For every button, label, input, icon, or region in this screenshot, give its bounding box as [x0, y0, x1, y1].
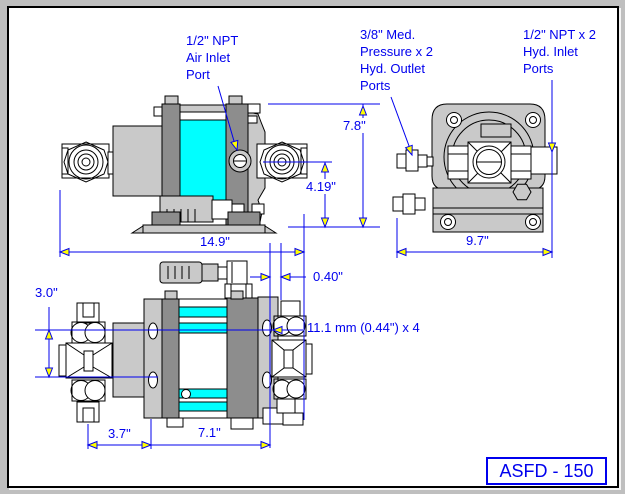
hyd-inlet-callout-line2: Hyd. Inlet	[523, 44, 578, 59]
hyd-outlet-callout-line3: Hyd. Outlet	[360, 61, 426, 76]
model-number-box: ASFD - 150	[486, 457, 607, 485]
dim-mounting-holes: 11.1 mm (0.44") x 4	[307, 320, 420, 335]
hyd-inlet-callout-line3: Ports	[523, 61, 554, 76]
dim-inlet-center-height: 4.19"	[305, 179, 337, 194]
air-inlet-callout: 1/2" NPT Air Inlet Port	[186, 32, 238, 83]
top-view	[58, 260, 313, 430]
hyd-inlet-callout: 1/2" NPT x 2 Hyd. Inlet Ports	[523, 26, 596, 77]
hyd-outlet-callout: 3/8" Med. Pressure x 2 Hyd. Outlet Ports	[360, 26, 433, 94]
dim-edge-offset: 0.40"	[313, 269, 343, 284]
front-view	[392, 103, 558, 233]
dimension-lines	[35, 80, 553, 449]
dimension-arrows	[44, 104, 557, 450]
air-inlet-callout-line2: Air Inlet	[186, 50, 231, 65]
side-view	[61, 95, 308, 234]
air-inlet-callout-line1: 1/2" NPT	[186, 33, 239, 48]
model-number: ASFD - 150	[499, 460, 594, 481]
hyd-inlet-callout-line1: 1/2" NPT x 2	[523, 27, 597, 42]
air-inlet-callout-line3: Port	[186, 67, 210, 82]
hyd-outlet-callout-line4: Ports	[360, 78, 391, 93]
dim-body-length: 7.1"	[198, 425, 221, 440]
hyd-outlet-callout-line1: 3/8" Med.	[360, 27, 416, 42]
dim-overall-length: 14.9"	[200, 234, 230, 249]
drawing-sheet-border	[7, 6, 619, 488]
dim-valve-width: 3.0"	[35, 285, 58, 300]
hyd-outlet-callout-line2: Pressure x 2	[360, 44, 433, 59]
dim-valve-to-body: 3.7"	[108, 426, 131, 441]
dim-overall-height: 7.8"	[342, 118, 367, 133]
dim-front-width: 9.7"	[466, 233, 489, 248]
